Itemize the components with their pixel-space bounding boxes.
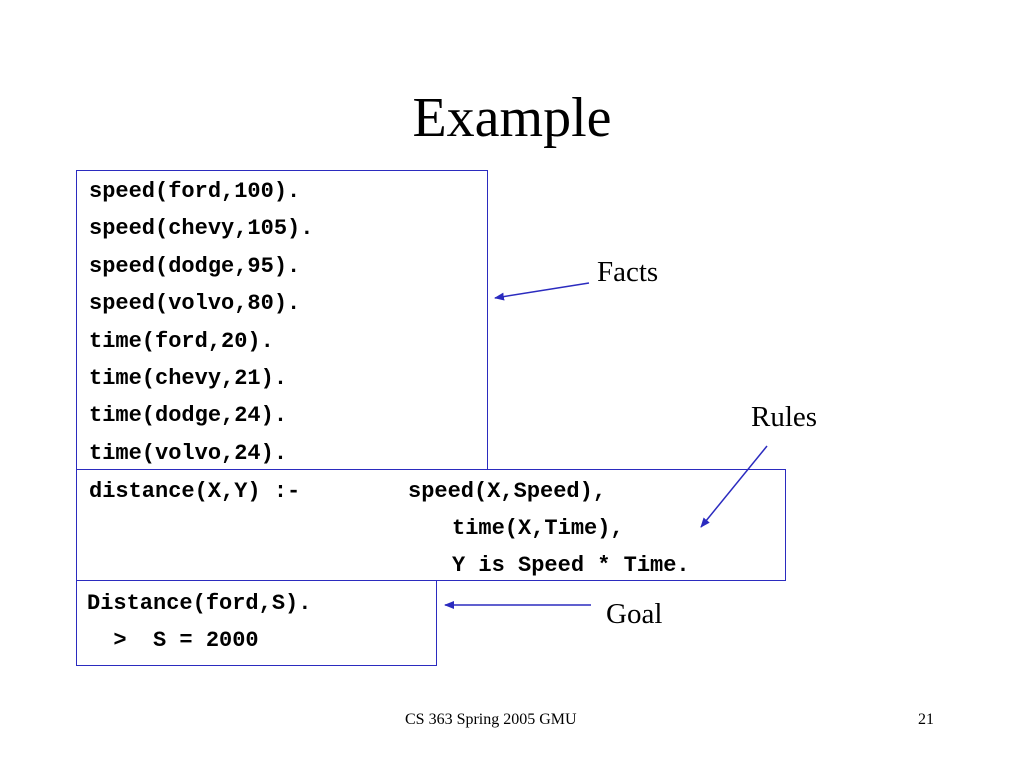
fact-line: time(dodge,24). [89,403,288,428]
rule-head: distance(X,Y) :- [89,479,301,504]
facts-box: speed(ford,100). speed(chevy,105). speed… [76,170,488,470]
facts-label: Facts [597,256,659,288]
facts-arrow [494,282,590,301]
rules-box: distance(X,Y) :- speed(X,Speed), time(X,… [76,469,786,581]
fact-line: time(ford,20). [89,329,274,354]
goal-label: Goal [606,598,663,630]
fact-line: speed(chevy,105). [89,216,314,241]
rules-label: Rules [751,401,818,433]
footer-course: CS 363 Spring 2005 GMU [405,711,577,728]
page-number: 21 [918,711,934,728]
fact-line: time(volvo,24). [89,441,288,466]
fact-line: speed(ford,100). [89,179,301,204]
goal-query: Distance(ford,S). [87,591,312,616]
slide-title: Example [412,87,612,149]
goal-box: Distance(ford,S). > S = 2000 [76,580,437,666]
rule-body-line: Y is Speed * Time. [452,553,690,578]
rule-body-line: time(X,Time), [452,516,624,541]
fact-line: speed(volvo,80). [89,291,301,316]
rule-body-line: speed(X,Speed), [408,479,607,504]
fact-line: time(chevy,21). [89,366,288,391]
fact-line: speed(dodge,95). [89,254,301,279]
goal-answer: > S = 2000 [87,628,259,653]
